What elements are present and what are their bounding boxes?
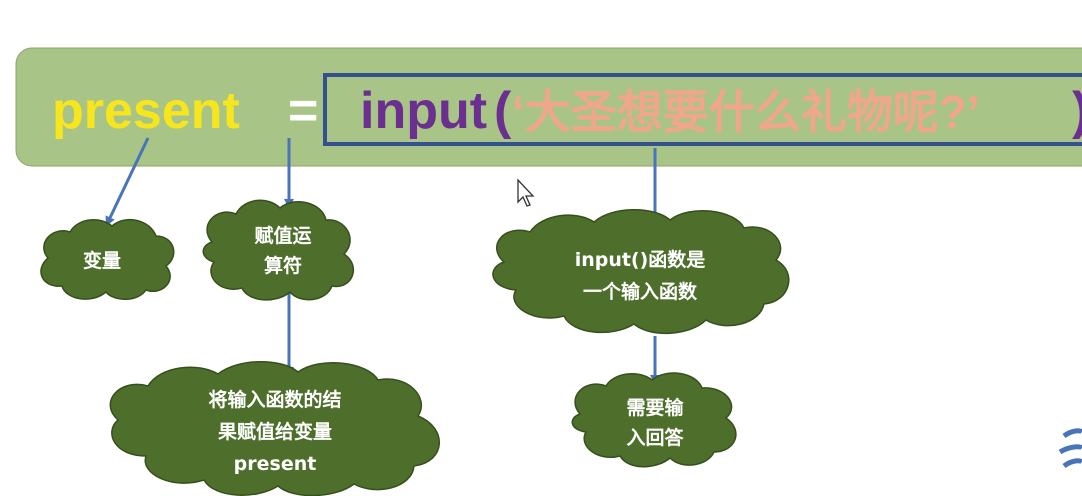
cloud-assign-line1: 赋值运: [254, 224, 311, 247]
cloud-need-line1: 需要输: [626, 396, 684, 419]
cloud-need-line2: 入回答: [626, 426, 684, 449]
cloud-result-line3: present: [234, 453, 317, 475]
close-paren: ): [1072, 82, 1082, 140]
cloud-variable: 变量: [40, 218, 175, 300]
cloud-result-line2: 果赋值给变量: [217, 420, 332, 443]
variable-name: present: [52, 82, 240, 140]
code-banner: [15, 47, 1082, 167]
cloud-need-answer: 需要输 入回答: [571, 372, 737, 468]
function-name: input: [360, 82, 487, 140]
cloud-assign-operator: 赋值运 算符: [202, 199, 355, 301]
prompt-string: ‘大圣想要什么礼物呢?’: [512, 86, 980, 138]
cloud-input-function: input()函数是 一个输入函数: [492, 209, 790, 334]
arrow-to-variable: [105, 137, 150, 227]
cloud-result: 将输入函数的结 果赋值给变量 present: [109, 361, 440, 496]
mouse-cursor-icon: [517, 178, 535, 207]
cloud-input-line2: 一个输入函数: [583, 280, 698, 303]
cloud-variable-text: 变量: [83, 249, 121, 272]
cloud-result-line1: 将输入函数的结: [208, 388, 341, 411]
edge-logo-icon: [1058, 428, 1082, 469]
cloud-input-line1: input()函数是: [575, 248, 706, 271]
input-call-box: [323, 73, 1082, 146]
cloud-assign-line2: 算符: [264, 254, 302, 277]
assign-operator: =: [288, 82, 318, 140]
open-paren: (: [494, 82, 512, 140]
